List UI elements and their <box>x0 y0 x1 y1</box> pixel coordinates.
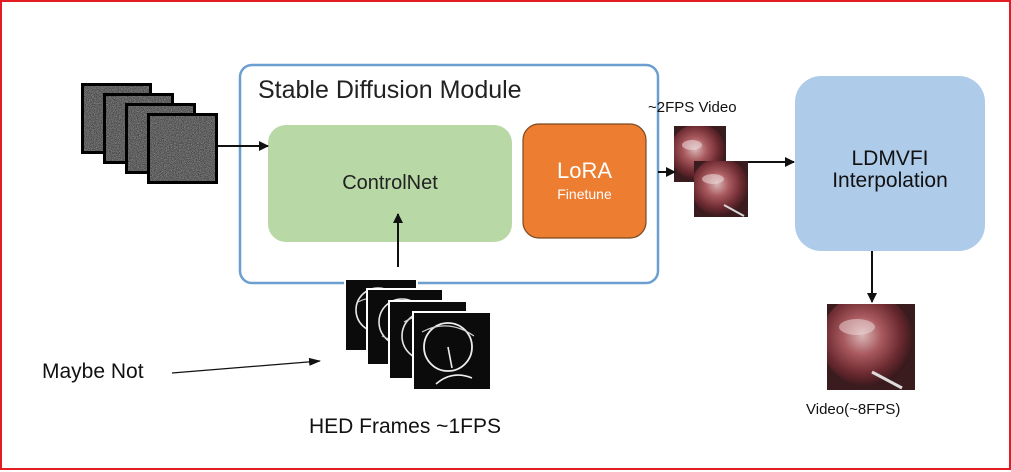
noise-frame <box>147 113 218 184</box>
ldmvfi-subtitle: Interpolation <box>832 169 948 192</box>
arrow-maybe-not <box>171 357 321 374</box>
eight-fps-video-label: Video(~8FPS) <box>806 401 901 418</box>
controlnet-label: ControlNet <box>342 172 438 194</box>
lora-box <box>522 123 647 239</box>
two-fps-video-label: ~2FPS Video <box>648 99 737 116</box>
lora-subtitle: Finetune <box>557 186 612 202</box>
ldmvfi-title: LDMVFI <box>851 147 929 170</box>
lora-title: LoRA <box>556 158 613 183</box>
hed-frame <box>412 311 492 391</box>
ldmvfi-box <box>795 76 985 251</box>
video-2fps-frame <box>694 161 748 217</box>
maybe-not-label: Maybe Not <box>42 360 144 383</box>
video-2fps-frames <box>674 126 748 217</box>
hed-frames-label: HED Frames ~1FPS <box>309 415 501 438</box>
stable-diffusion-title: Stable Diffusion Module <box>258 76 522 104</box>
hed-frames-stack <box>344 278 492 391</box>
stable-diffusion-module <box>238 63 660 285</box>
video-8fps-frame <box>827 304 915 390</box>
noise-frames-stack <box>81 83 218 184</box>
controlnet-box <box>268 125 512 242</box>
